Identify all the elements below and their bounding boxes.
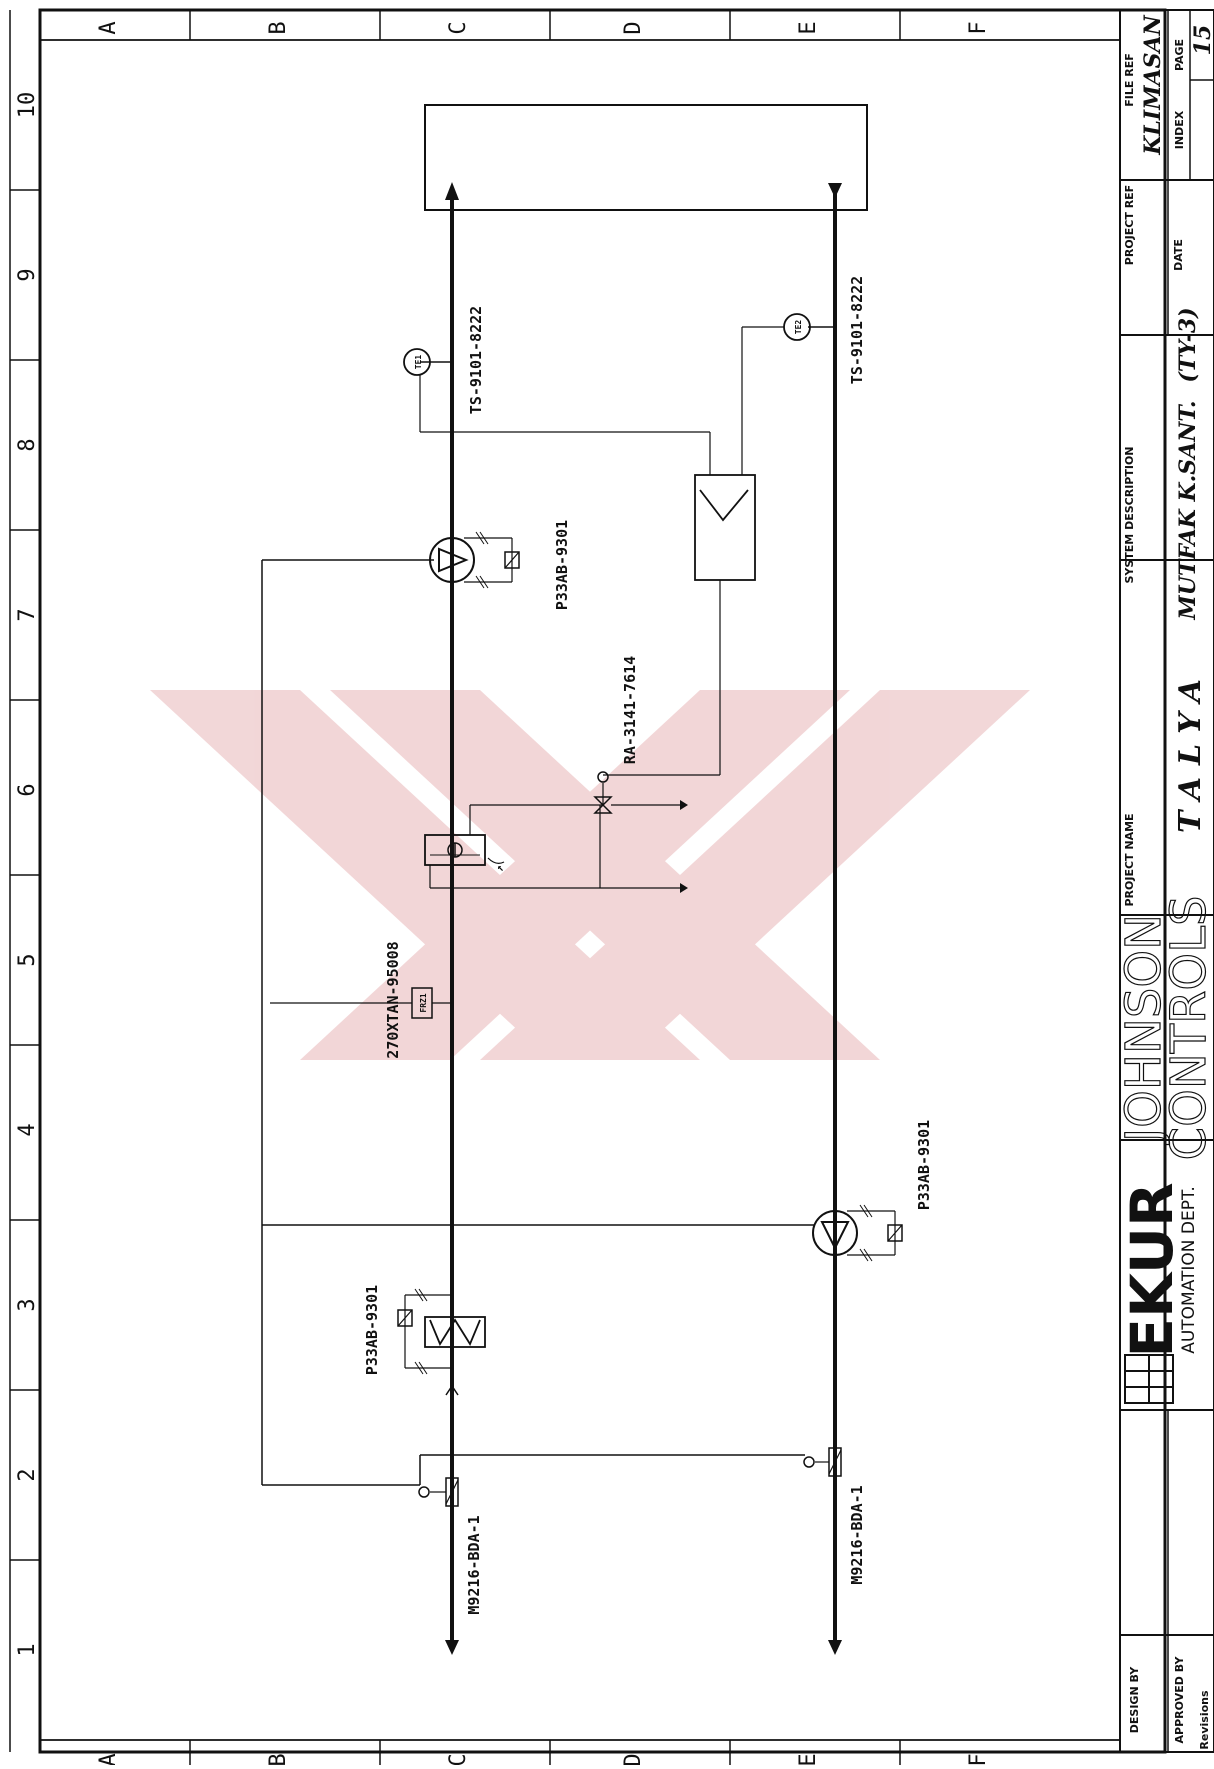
title-block: DESIGN BY APPROVED BY Revisions EKUR AUT…	[1115, 9, 1214, 1753]
control-valve[interactable]	[593, 771, 613, 814]
page-number: 15	[1190, 25, 1214, 56]
index-label: INDEX	[1173, 110, 1186, 149]
grid-letter-f-bottom: F	[966, 1753, 991, 1765]
project-name-label: PROJECT NAME	[1123, 813, 1136, 906]
supply-flow-arrow-bottom	[445, 1640, 459, 1655]
grid-number-7: 7	[15, 608, 40, 621]
supply-fan[interactable]	[429, 537, 475, 583]
approved-by-label: APPROVED BY	[1173, 1656, 1186, 1744]
johnson-controls-logo: JOHNSON CONTROLS	[1115, 895, 1214, 1161]
top-grid-ruler: A B C D E F	[40, 10, 1120, 41]
bottom-grid-ruler: A B C D E F	[40, 1739, 1120, 1767]
ddc-controller[interactable]	[694, 474, 756, 581]
grid-number-4: 4	[15, 1123, 40, 1136]
return-fan[interactable]	[812, 1210, 858, 1256]
valve-actuator-tag: RA-3141-7614	[621, 656, 639, 764]
supply-damper-tag: M9216-BDA-1	[465, 1515, 483, 1614]
jc-logo-line1: JOHNSON	[1116, 914, 1172, 1145]
heater-starter[interactable]	[397, 1288, 452, 1375]
grid-letter-b-bottom: B	[266, 1753, 291, 1765]
return-fan-starter-tag: P33AB-9301	[915, 1120, 933, 1210]
file-ref-label: FILE REF	[1123, 53, 1136, 106]
return-fan-starter[interactable]	[847, 1204, 903, 1262]
freeze-stat-symbol: FRZ1	[419, 993, 428, 1012]
supply-temp-sensor[interactable]: TE1	[403, 348, 452, 376]
grid-letter-a-bottom: A	[96, 1753, 121, 1765]
grid-letter-e-bottom: E	[796, 1753, 821, 1765]
grid-number-8: 8	[15, 438, 40, 451]
grid-letter-b: B	[266, 21, 291, 34]
heater-starter-tag: P33AB-9301	[363, 1285, 381, 1375]
freeze-stat-tag: 270XTAN-95008	[384, 941, 402, 1058]
system-description-label: SYSTEM DESCRIPTION	[1123, 446, 1136, 583]
grid-number-10: 10	[15, 92, 40, 119]
supply-flow-arrow-top	[445, 182, 459, 200]
valve-outlet-arrow	[680, 800, 688, 810]
project-ref-label: PROJECT REF	[1123, 185, 1136, 265]
supply-sensor-tag: TS-9101-8222	[467, 306, 485, 414]
grid-number-3: 3	[15, 1298, 40, 1311]
file-ref: KLIMASAN	[1140, 14, 1166, 155]
ekur-logo: EKUR AUTOMATION DEPT.	[1118, 1182, 1199, 1404]
grid-number-2: 2	[15, 1468, 40, 1481]
page-label: PAGE	[1173, 39, 1186, 71]
served-zone-box	[424, 104, 868, 211]
supply-fan-starter-tag: P33AB-9301	[553, 520, 571, 610]
return-damper[interactable]	[803, 1447, 842, 1477]
supply-fan-starter[interactable]	[464, 531, 520, 589]
revisions-label: Revisions	[1198, 1690, 1211, 1750]
electric-heater[interactable]	[424, 1316, 486, 1348]
watermark-x-logo	[150, 690, 1030, 1060]
return-sensor-tag: TS-9101-8222	[848, 276, 866, 384]
grid-letter-d: D	[621, 21, 646, 34]
return-temp-sensor-symbol: TE2	[794, 320, 803, 335]
left-grid-ruler: 1 2 3 4 5 6 7 8 9 10	[9, 10, 40, 1752]
ekur-logo-text: EKUR	[1118, 1182, 1186, 1357]
freeze-stat[interactable]: FRZ1	[270, 987, 452, 1019]
grid-number-5: 5	[15, 953, 40, 966]
grid-letter-c-bottom: C	[446, 1753, 471, 1765]
ekur-dept-text: AUTOMATION DEPT.	[1179, 1186, 1199, 1354]
design-by-label: DESIGN BY	[1128, 1666, 1141, 1734]
return-flow-arrow-bottom	[828, 1640, 842, 1655]
heating-coil[interactable]: ↗	[424, 834, 506, 872]
grid-number-6: 6	[15, 783, 40, 796]
return-flow-arrow-top	[828, 183, 842, 198]
jc-logo-line2: CONTROLS	[1161, 896, 1214, 1161]
supply-flow-chevron	[445, 1384, 459, 1396]
grid-letter-f: F	[966, 21, 991, 34]
system-description: MUTFAK K.SANT.	[1175, 400, 1201, 620]
grid-number-1: 1	[15, 1643, 40, 1656]
return-temp-sensor[interactable]: TE2	[783, 313, 835, 341]
grid-letter-d-bottom: D	[621, 1753, 646, 1765]
coil-pipe-arrow	[680, 883, 688, 893]
return-damper-tag: M9216-BDA-1	[848, 1485, 866, 1584]
grid-letter-e: E	[796, 21, 821, 34]
system-code: (TY-3)	[1175, 307, 1201, 382]
supply-temp-sensor-symbol: TE1	[414, 355, 423, 370]
grid-letter-c: C	[446, 21, 471, 34]
svg-text:↗: ↗	[493, 865, 506, 872]
grid-number-9: 9	[15, 268, 40, 281]
project-name: TALYA	[1173, 667, 1208, 833]
grid-letter-a: A	[96, 21, 121, 34]
supply-damper[interactable]	[418, 1477, 459, 1507]
date-label: DATE	[1172, 239, 1185, 271]
